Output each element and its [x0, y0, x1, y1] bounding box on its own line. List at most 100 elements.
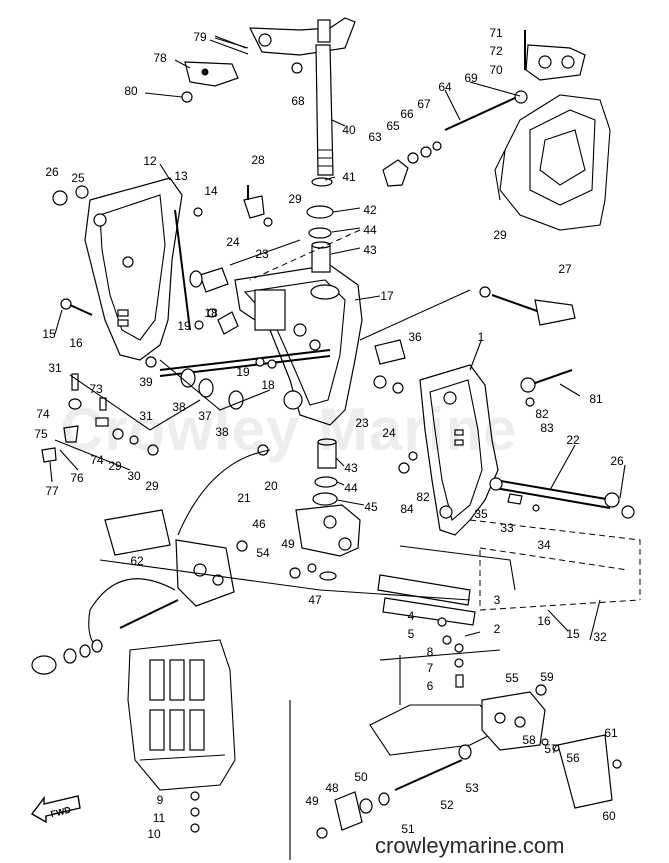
callout-58: 58	[522, 733, 536, 747]
callout-51: 51	[401, 822, 415, 836]
engine-pan-outline	[494, 94, 611, 231]
callout-61: 61	[604, 726, 618, 740]
callout-41: 41	[342, 170, 356, 184]
callout-38: 38	[172, 400, 186, 414]
callout-25: 25	[71, 171, 85, 185]
fwd-arrow-icon: FWD	[30, 795, 81, 823]
callout-22: 22	[566, 433, 580, 447]
callout-24: 24	[382, 426, 396, 440]
callout-66: 66	[400, 107, 414, 121]
callout-71: 71	[489, 26, 503, 40]
callout-23: 23	[355, 416, 369, 430]
callout-64: 64	[438, 80, 452, 94]
callout-29: 29	[108, 459, 122, 473]
callout-65: 65	[386, 119, 400, 133]
callout-8: 8	[427, 645, 434, 659]
swivel-bracket	[189, 264, 363, 426]
watermark-text: Crowley Marine	[60, 396, 518, 463]
callout-74: 74	[36, 407, 50, 421]
callout-1: 1	[478, 330, 485, 344]
steering-arm-assembly	[181, 17, 356, 176]
callout-2: 2	[494, 622, 501, 636]
callout-52: 52	[440, 798, 454, 812]
lower-left-assembly	[31, 449, 271, 675]
callout-3: 3	[494, 593, 501, 607]
upper-pin-assembly	[382, 30, 586, 187]
callout-45: 45	[364, 500, 378, 514]
callout-19: 19	[236, 365, 250, 379]
callout-53: 53	[465, 781, 479, 795]
callout-23: 23	[255, 247, 269, 261]
tilt-pin-parts	[243, 185, 576, 326]
left-small-parts	[41, 373, 201, 483]
tilt-tube	[398, 451, 635, 519]
callout-54: 54	[256, 546, 270, 560]
lower-shaft-assembly	[316, 759, 463, 839]
callout-28: 28	[251, 153, 265, 167]
callout-44: 44	[363, 223, 377, 237]
callout-82: 82	[416, 490, 430, 504]
callout-39: 39	[139, 375, 153, 389]
callout-42: 42	[363, 203, 377, 217]
callout-59: 59	[540, 670, 554, 684]
callout-43: 43	[363, 243, 377, 257]
callout-37: 37	[198, 409, 212, 423]
lower-unit-outline	[369, 655, 622, 809]
callout-78: 78	[153, 51, 167, 65]
callout-31: 31	[48, 361, 62, 375]
callout-57: 57	[544, 742, 558, 756]
callout-33: 33	[500, 521, 514, 535]
callout-15: 15	[566, 627, 580, 641]
callout-49: 49	[281, 537, 295, 551]
steering-column-parts	[306, 177, 338, 506]
callout-6: 6	[427, 679, 434, 693]
engine-block	[127, 639, 236, 833]
callout-47: 47	[308, 593, 322, 607]
callout-27: 27	[558, 262, 572, 276]
left-clamp-bracket	[52, 177, 203, 368]
callout-82: 82	[535, 407, 549, 421]
lower-mount	[289, 504, 361, 581]
callout-26: 26	[45, 165, 59, 179]
callout-20: 20	[264, 479, 278, 493]
callout-83: 83	[540, 421, 554, 435]
callout-21: 21	[237, 491, 251, 505]
callout-44: 44	[344, 481, 358, 495]
assembly-boundaries	[99, 229, 641, 860]
callout-32: 32	[593, 630, 607, 644]
callout-84: 84	[400, 502, 414, 516]
callout-75: 75	[34, 427, 48, 441]
right-clamp-bracket	[373, 339, 573, 536]
callout-numbers: 1234567891011121314151516161718181919202…	[34, 26, 624, 841]
callout-69: 69	[464, 71, 478, 85]
fwd-label: FWD	[50, 804, 73, 819]
callout-12: 12	[143, 154, 157, 168]
callout-7: 7	[427, 661, 434, 675]
callout-63: 63	[368, 130, 382, 144]
callout-48: 48	[325, 781, 339, 795]
callout-55: 55	[505, 671, 519, 685]
callout-34: 34	[537, 538, 551, 552]
callout-19: 19	[177, 319, 191, 333]
callout-46: 46	[252, 517, 266, 531]
callout-62: 62	[130, 554, 144, 568]
callout-72: 72	[489, 44, 503, 58]
site-label: crowleymarine.com	[375, 833, 565, 858]
callout-73: 73	[89, 382, 103, 396]
callout-81: 81	[589, 392, 603, 406]
callout-24: 24	[226, 235, 240, 249]
callout-29: 29	[145, 479, 159, 493]
callout-38: 38	[215, 425, 229, 439]
leader-lines	[54, 37, 626, 641]
callout-35: 35	[474, 507, 488, 521]
callout-17: 17	[380, 289, 394, 303]
callout-11: 11	[153, 811, 166, 825]
callout-15: 15	[42, 327, 56, 341]
callout-36: 36	[408, 330, 422, 344]
callout-16: 16	[69, 336, 83, 350]
callout-40: 40	[342, 123, 356, 137]
callout-29: 29	[288, 192, 302, 206]
callout-49: 49	[305, 794, 319, 808]
center-lower-plates	[377, 545, 516, 688]
callout-56: 56	[566, 751, 580, 765]
